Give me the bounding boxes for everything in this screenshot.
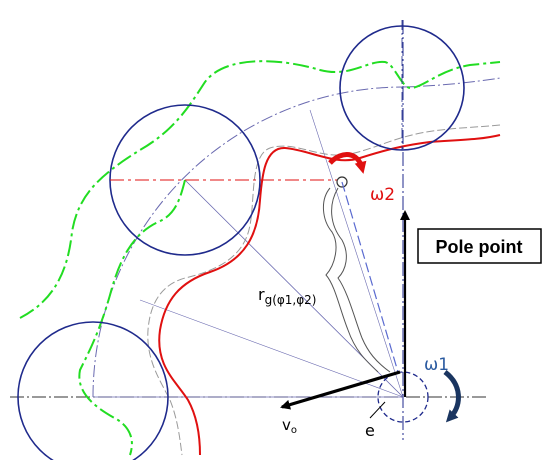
radius-label-main: r — [258, 285, 265, 304]
radius-brace — [323, 187, 379, 373]
radius-brace-outer — [331, 187, 391, 373]
radius-label: rg(φ1,φ2) — [258, 285, 316, 307]
pole-point-label: Pole point — [436, 237, 523, 257]
omega2-label: ω2 — [370, 185, 395, 205]
velocity-label: vo — [282, 416, 297, 436]
velocity-label-main: v — [282, 416, 291, 434]
green-outer-curve — [19, 60, 501, 319]
roller-bottom-left — [17, 321, 169, 465]
eccentricity-line — [369, 401, 386, 419]
radius-label-subscript: g(φ1,φ2) — [265, 293, 317, 307]
radial-line-4 — [139, 299, 404, 398]
velocity-label-subscript: o — [291, 425, 297, 436]
eccentricity-label: e — [365, 421, 375, 440]
pitch-circle-arc — [92, 86, 404, 398]
green-inner-curve — [78, 179, 186, 456]
omega2-rotation-arrow — [328, 152, 367, 174]
omega1-rotation-arrow — [443, 370, 461, 423]
grey-offset-curve — [147, 124, 501, 456]
pole-point-box — [417, 228, 542, 264]
radius-line — [341, 181, 399, 373]
radial-line-3 — [309, 109, 404, 398]
velocity-arrow — [280, 370, 401, 410]
red-profile-curve — [158, 134, 501, 456]
eccentric-circle — [377, 371, 429, 423]
omega1-label: ω1 — [424, 355, 449, 375]
